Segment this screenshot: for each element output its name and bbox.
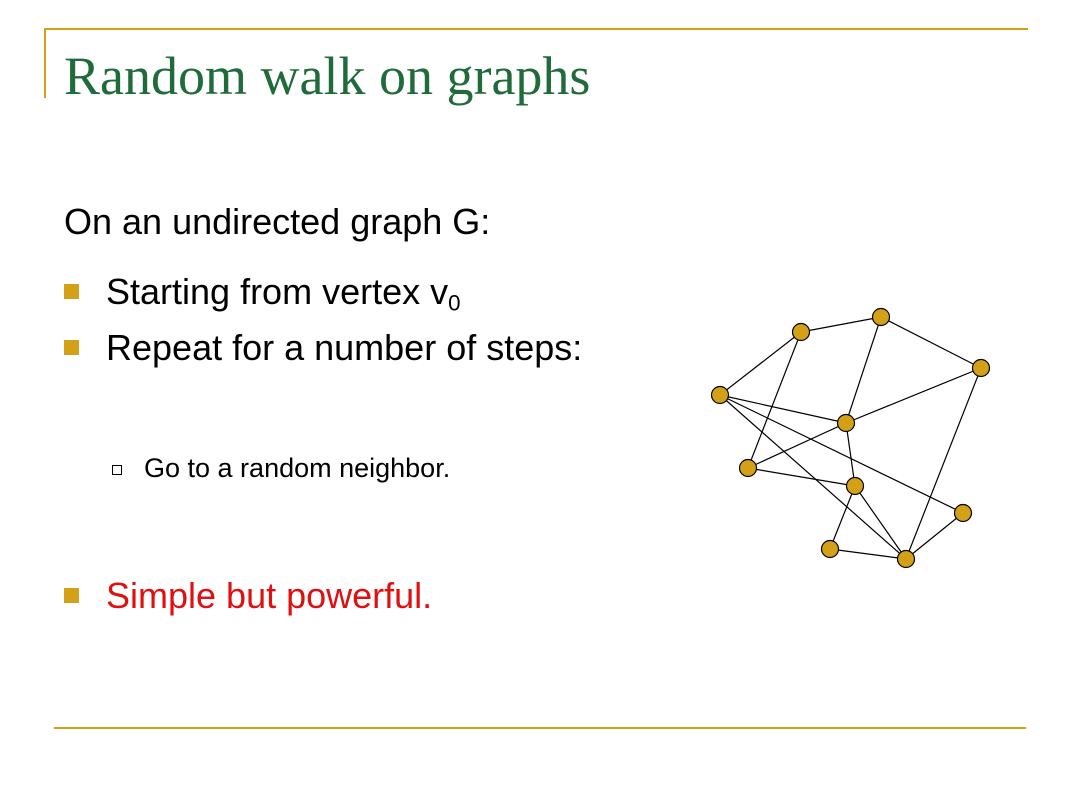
square-bullet-icon bbox=[64, 284, 79, 299]
graph-node-i bbox=[896, 549, 916, 569]
title-frame-top-line bbox=[44, 28, 1028, 30]
bullet-item-simple: Simple but powerful. bbox=[64, 574, 564, 618]
bottom-divider-line bbox=[54, 727, 1026, 729]
graph-edge-e-g bbox=[845, 422, 856, 487]
title-frame-left-line bbox=[44, 28, 46, 98]
bullet-text: Simple but powerful. bbox=[106, 575, 433, 616]
graph-edge-i-j bbox=[905, 512, 964, 560]
intro-text: On an undirected graph G: bbox=[64, 201, 491, 242]
graph-node-d bbox=[971, 358, 991, 378]
graph-edge-c-e bbox=[845, 316, 882, 424]
graph-node-f bbox=[738, 458, 758, 478]
graph-edge-e-f bbox=[747, 422, 847, 469]
graph-edge-j-a bbox=[719, 394, 964, 514]
sub-bullet-item: Go to a random neighbor. bbox=[106, 448, 626, 488]
graph-edge-a-e bbox=[719, 394, 847, 424]
graph-node-h bbox=[820, 539, 840, 559]
graph-node-c bbox=[871, 307, 891, 327]
subscript: 0 bbox=[448, 290, 461, 316]
graph-edge-b-c bbox=[800, 316, 882, 333]
graph-edge-d-i bbox=[905, 367, 982, 560]
slide-title: Random walk on graphs bbox=[64, 46, 591, 106]
graph-edge-a-b bbox=[719, 331, 802, 396]
graph-node-e bbox=[836, 413, 856, 433]
graph-edge-f-g bbox=[747, 467, 856, 487]
graph-edge-b-f bbox=[747, 331, 802, 469]
graph-edge-a-i bbox=[719, 394, 907, 560]
square-bullet-icon bbox=[64, 588, 79, 603]
bullet-item-start: Starting from vertex v0 bbox=[64, 270, 564, 316]
bullet-text: Repeat for a number of steps: bbox=[106, 327, 583, 368]
bullet-item-repeat: Repeat for a number of steps: bbox=[64, 326, 582, 416]
graph-node-b bbox=[791, 322, 811, 342]
graph-node-g bbox=[845, 476, 865, 496]
bullet-text: Starting from vertex v0 bbox=[106, 271, 461, 316]
graph-edge-g-h bbox=[829, 485, 856, 550]
square-bullet-icon bbox=[64, 340, 79, 355]
hollow-square-bullet-icon bbox=[112, 465, 122, 475]
sub-bullet-text: Go to a random neighbor. bbox=[144, 453, 451, 483]
graph-node-a bbox=[710, 385, 730, 405]
graph-edge-g-i bbox=[854, 485, 907, 560]
graph-edge-h-i bbox=[829, 548, 907, 560]
graph-edge-c-d bbox=[880, 316, 982, 369]
graph-node-j bbox=[953, 503, 973, 523]
graph-edge-e-d bbox=[845, 367, 982, 424]
